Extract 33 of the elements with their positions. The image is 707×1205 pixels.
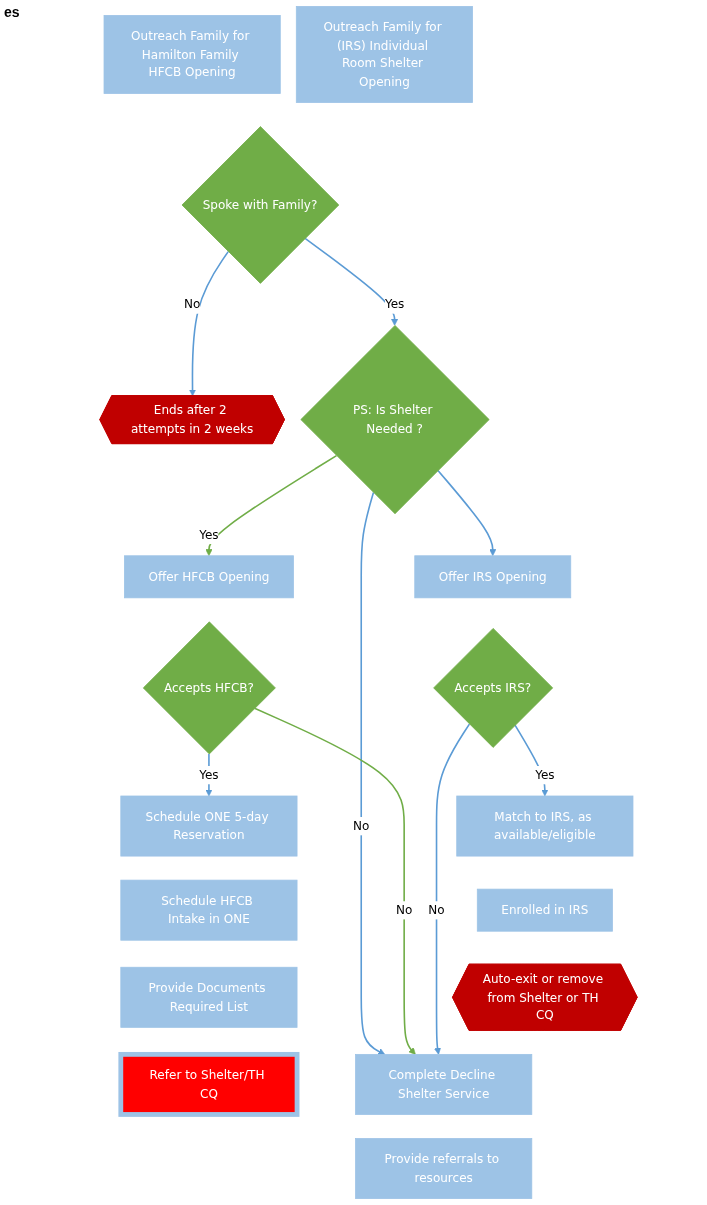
arrow — [434, 723, 471, 1055]
edge-label: No — [353, 818, 370, 834]
node-box: Outreach Family for (IRS) Individual Room Shelter Opening — [295, 6, 473, 103]
arrow — [437, 469, 497, 557]
node-box: Schedule ONE 5-day Reservation — [120, 795, 298, 857]
node-diamond: Accepts IRS? — [433, 628, 554, 748]
node-box: Offer IRS Opening — [414, 555, 572, 599]
arrow — [205, 753, 213, 797]
node-diamond: Spoke with Family? — [181, 126, 340, 284]
node-box: Offer HFCB Opening — [124, 555, 294, 599]
node-box: Provide Documents Required List — [120, 966, 298, 1028]
node-box: Outreach Family for Hamilton Family HFCB Opening — [103, 15, 281, 94]
node-diamond: PS: Is Shelter Needed ? — [300, 325, 490, 515]
note-text: es — [4, 4, 20, 20]
node-box: Schedule HFCB Intake in ONE — [120, 879, 298, 941]
arrow — [360, 491, 386, 1055]
arrow — [304, 237, 399, 326]
node-box: Match to IRS, as available/eligible — [456, 795, 634, 857]
edge-label: Yes — [199, 767, 219, 782]
node-box: Refer to Shelter/TH CQ — [118, 1051, 300, 1117]
node-box: Enrolled in IRS — [476, 888, 613, 932]
edge-label: No — [395, 902, 413, 918]
arrow — [253, 707, 416, 1055]
edge-label: Yes — [535, 767, 555, 782]
arrow — [205, 454, 338, 557]
node-box: Provide referrals to resources — [355, 1138, 533, 1199]
edge-label: No — [183, 297, 201, 312]
arrow — [189, 250, 229, 397]
node-diamond: Accepts HFCB? — [142, 621, 276, 755]
node-box: Complete Decline Shelter Service — [355, 1054, 533, 1115]
edge-label: Yes — [199, 527, 219, 542]
edge-label: No — [428, 902, 445, 918]
edge-label: Yes — [384, 297, 405, 312]
